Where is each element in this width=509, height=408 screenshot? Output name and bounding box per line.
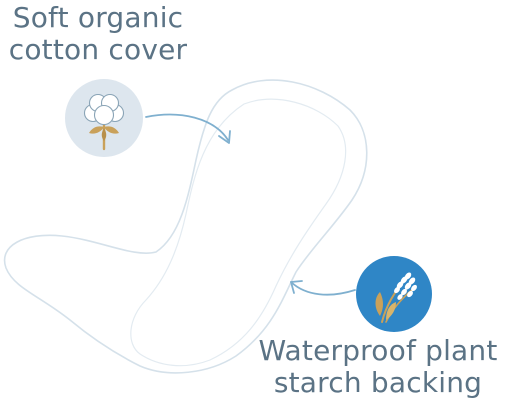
cotton-badge [65, 79, 143, 157]
pad-outline [3, 79, 368, 374]
cotton-caption-line-2: cotton cover [8, 33, 188, 67]
cotton-cover-caption: Soft organic cotton cover [8, 1, 188, 67]
starch-backing-caption: Waterproof plant starch backing [253, 334, 503, 400]
starch-caption-line-2: starch backing [273, 366, 483, 400]
wheat-badge [356, 256, 432, 332]
cotton-caption-line-1: Soft organic [12, 1, 184, 34]
wheat-icon [375, 272, 417, 323]
pad-inner-outline [130, 98, 347, 367]
arrow-top [145, 113, 229, 141]
starch-caption-line-1: Waterproof plant [258, 334, 498, 367]
arrow-bottom [290, 281, 356, 296]
arrow-top-head [218, 130, 231, 144]
arrow-bottom-head [290, 280, 303, 294]
cotton-boll-icon [83, 93, 125, 151]
